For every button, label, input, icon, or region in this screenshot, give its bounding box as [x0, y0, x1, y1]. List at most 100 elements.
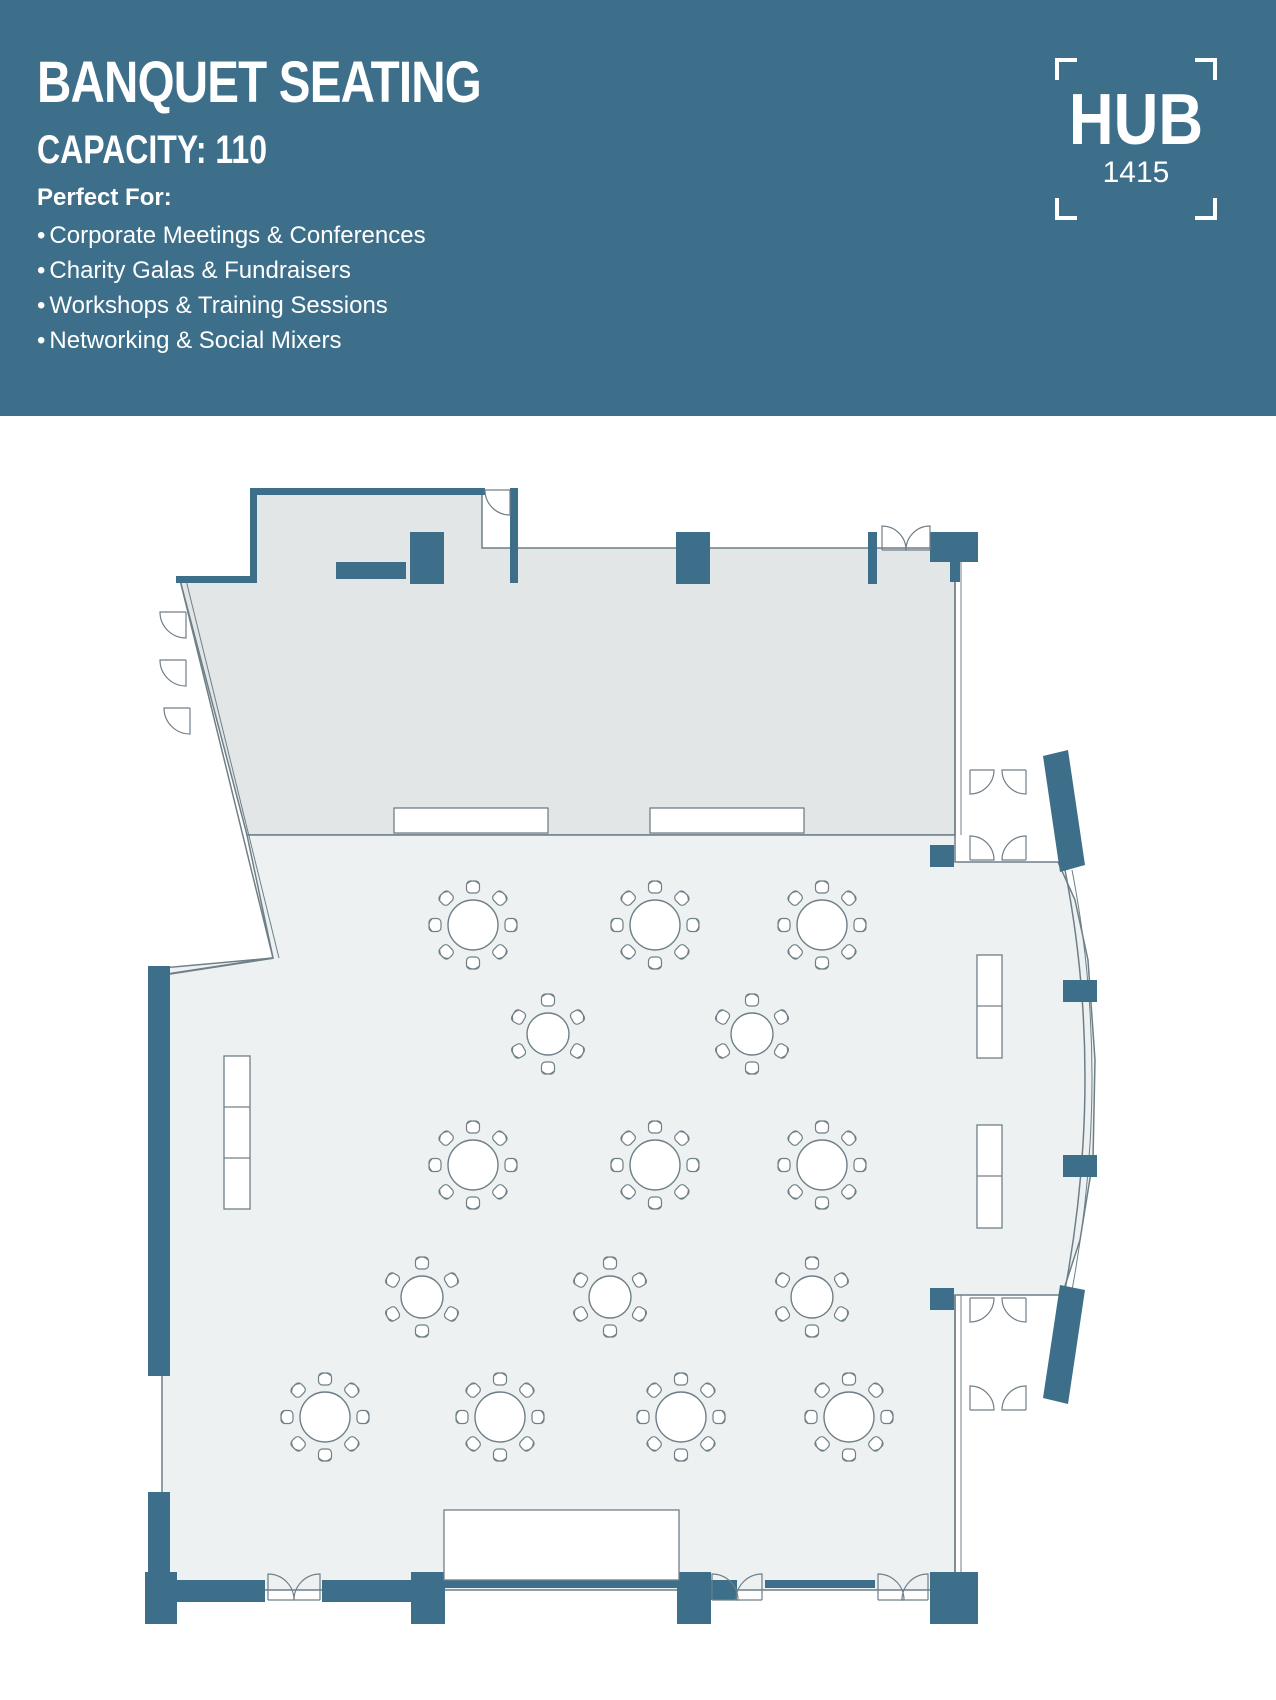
chair-icon [833, 1306, 850, 1322]
floor-plan [145, 488, 1097, 1624]
chair-icon [646, 1382, 662, 1398]
round-table [610, 1120, 700, 1210]
chair-icon [814, 1120, 830, 1134]
door-swing-icon [901, 1573, 929, 1601]
round-table [428, 1120, 518, 1210]
chair-icon [673, 1372, 689, 1386]
buffet-table [393, 807, 549, 834]
chair-icon [465, 1436, 481, 1452]
table-top [400, 1275, 444, 1319]
door-swing-icon [881, 525, 907, 551]
chair-icon [610, 917, 624, 933]
chair-icon [428, 1157, 442, 1173]
chair-icon [438, 1130, 454, 1146]
column [677, 1572, 711, 1624]
table-top [790, 1275, 834, 1319]
chair-icon [631, 1306, 648, 1322]
door-swing-icon [159, 659, 187, 687]
wall [322, 1580, 412, 1602]
capacity-label: CAPACITY: 110 [37, 128, 267, 172]
table-top [796, 899, 848, 951]
wall [868, 532, 877, 584]
column [950, 532, 960, 582]
door-swing-icon [711, 1573, 739, 1601]
round-tables [280, 880, 894, 1462]
column [930, 1572, 978, 1624]
buffet-table [649, 807, 805, 834]
chair-icon [510, 1043, 527, 1059]
chair-icon [787, 1184, 803, 1200]
table-top [447, 899, 499, 951]
chair-icon [646, 1436, 662, 1452]
chair-icon [773, 1043, 790, 1059]
wall [711, 1580, 737, 1600]
bullet-icon: • [37, 327, 46, 354]
chair-icon [841, 1372, 857, 1386]
table-top [796, 1139, 848, 1191]
door-swing-icon [877, 1573, 905, 1601]
door-swing-icon [735, 1573, 763, 1601]
chair-icon [620, 890, 636, 906]
chair-icon [602, 1324, 618, 1338]
door-swing-icon [159, 611, 187, 639]
bullet-icon: • [37, 292, 46, 319]
chair-icon [438, 1184, 454, 1200]
chair-icon [414, 1324, 430, 1338]
chair-icon [492, 1130, 508, 1146]
chair-icon [317, 1372, 333, 1386]
chair-icon [647, 880, 663, 894]
bullet-icon: • [37, 222, 46, 249]
wall [445, 1580, 677, 1588]
chair-icon [814, 1436, 830, 1452]
column [145, 1572, 177, 1624]
round-table [714, 993, 790, 1075]
glazing-pier [1063, 980, 1097, 1002]
chair-icon [290, 1382, 306, 1398]
chair-icon [384, 1272, 401, 1288]
serving-table [223, 1055, 251, 1210]
wall [765, 1580, 875, 1588]
logo-corner-icon [1195, 58, 1217, 80]
round-table [774, 1256, 850, 1338]
chair-icon [714, 1043, 731, 1059]
round-table [428, 880, 518, 970]
table-top [474, 1391, 526, 1443]
chair-icon [438, 944, 454, 960]
chair-icon [602, 1256, 618, 1270]
door-swing-icon [1001, 835, 1027, 861]
chair-icon [712, 1409, 726, 1425]
door-swing-icon [163, 707, 191, 735]
chair-icon [504, 1157, 518, 1173]
chair-icon [572, 1306, 589, 1322]
list-item: •Networking & Social Mixers [37, 327, 342, 354]
wall [148, 1492, 170, 1582]
list-item: •Charity Galas & Fundraisers [37, 257, 351, 284]
chair-icon [673, 1448, 689, 1462]
chair-icon [714, 1009, 731, 1025]
chair-icon [777, 917, 791, 933]
wall [250, 488, 257, 583]
chair-icon [465, 1120, 481, 1134]
chair-icon [686, 1157, 700, 1173]
chair-icon [290, 1436, 306, 1452]
chair-icon [569, 1009, 586, 1025]
chair-icon [700, 1436, 716, 1452]
bullet-icon: • [37, 257, 46, 284]
round-table [455, 1372, 545, 1462]
chair-icon [700, 1382, 716, 1398]
logo-corner-icon [1055, 198, 1077, 220]
chair-icon [384, 1306, 401, 1322]
chair-icon [280, 1409, 294, 1425]
chair-icon [787, 890, 803, 906]
perfect-for-heading: Perfect For: [37, 184, 172, 211]
wall [175, 1580, 265, 1602]
column [411, 1572, 445, 1624]
chair-icon [744, 1061, 760, 1075]
chair-icon [569, 1043, 586, 1059]
door-swing-icon [969, 769, 995, 795]
chair-icon [774, 1306, 791, 1322]
table-top [526, 1012, 570, 1056]
table-top [447, 1139, 499, 1191]
glazing-pier [1043, 750, 1085, 872]
glazing-pier [1043, 1285, 1085, 1404]
